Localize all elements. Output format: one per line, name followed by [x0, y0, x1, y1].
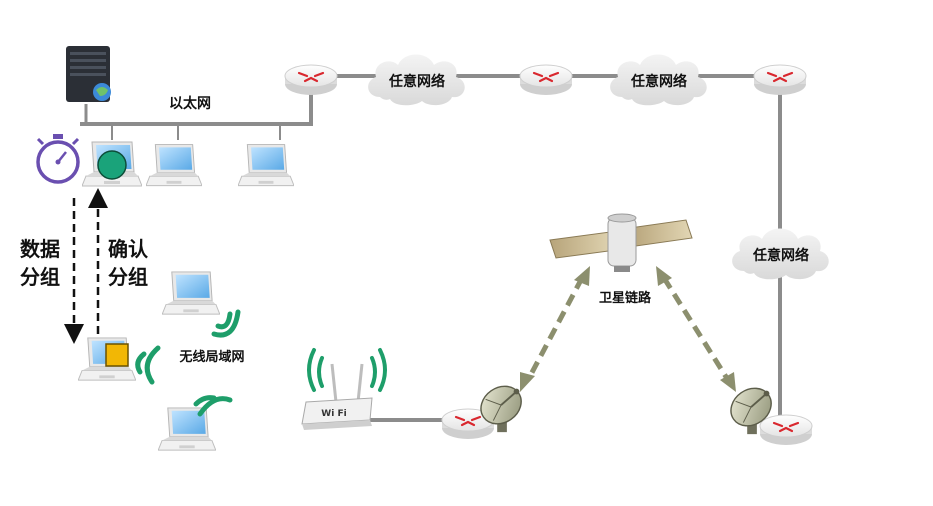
wlan-label: 无线局域网	[178, 349, 244, 365]
satellite-icon	[549, 213, 693, 272]
ethernet-label: 以太网	[169, 95, 211, 112]
stopwatch-icon	[36, 134, 80, 184]
laptop-icon	[162, 271, 220, 315]
network-links	[80, 74, 782, 426]
cloud-icon: 任意网络	[368, 54, 465, 106]
data-packet-label-line1: 数据	[20, 237, 60, 261]
data-packet-label-line2: 分组	[20, 265, 60, 289]
laptop-icon-receiver	[78, 337, 136, 381]
laptop-icon	[158, 407, 216, 451]
laptop-icon	[146, 144, 202, 187]
laptop-icon-sender	[82, 141, 142, 187]
router-icon	[758, 413, 814, 447]
wifi-waves-icon	[135, 309, 241, 417]
cloud-label: 任意网络	[388, 73, 445, 90]
wifi-router-icon: Wi Fi	[301, 348, 387, 430]
satellite-link-label: 卫星链路	[599, 290, 652, 306]
cloud-label: 任意网络	[752, 247, 809, 264]
ack-packet-label-line1: 确认	[108, 237, 149, 261]
packet-arrows	[64, 188, 108, 344]
receiver-marker	[105, 343, 129, 367]
laptop-icon	[238, 144, 294, 187]
wifi-router-brand: Wi Fi	[321, 409, 346, 419]
sender-marker	[97, 150, 127, 180]
cloud-icon: 任意网络	[610, 54, 707, 106]
router-icon	[283, 63, 339, 97]
router-icon	[518, 63, 574, 97]
uplink-arrow	[525, 276, 585, 382]
server-icon	[66, 46, 111, 102]
ack-packet-label-line2: 分组	[108, 265, 148, 289]
router-icon	[752, 63, 808, 97]
satellite-link-arrows	[520, 266, 736, 392]
downlink-arrow	[661, 276, 731, 382]
cloud-label: 任意网络	[630, 73, 687, 90]
cloud-icon: 任意网络	[732, 228, 829, 280]
